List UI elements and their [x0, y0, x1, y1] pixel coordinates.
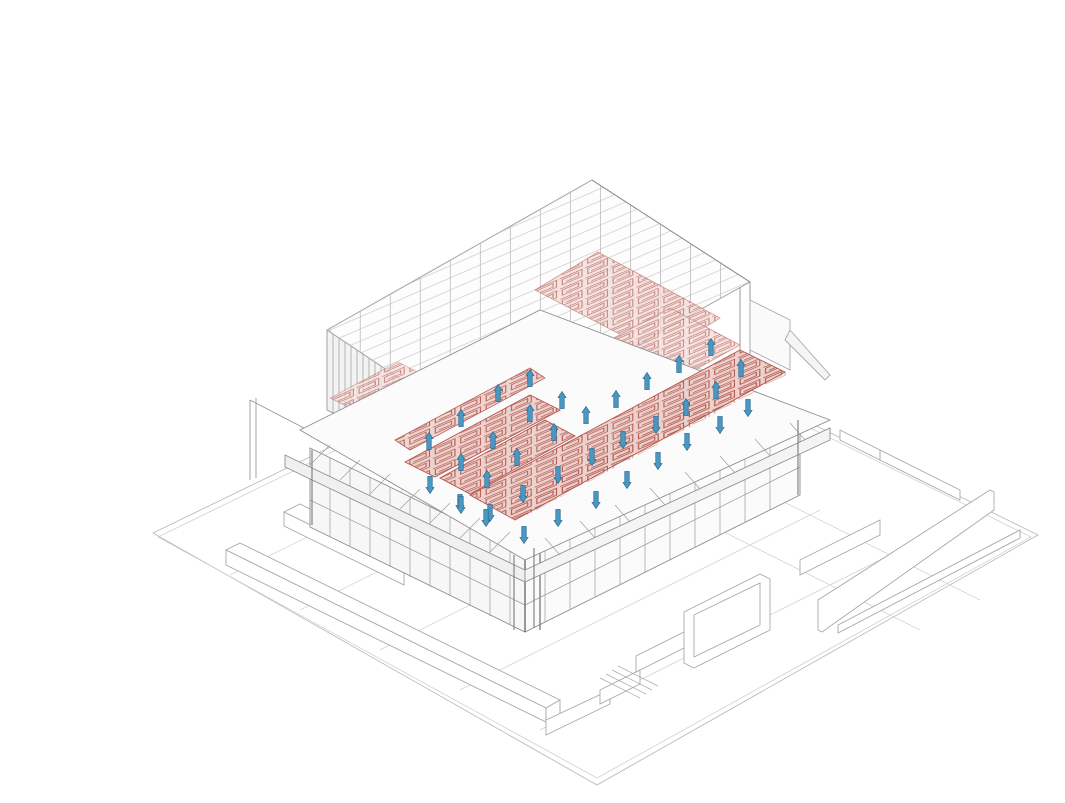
airflow-down-arrow-icon — [519, 526, 529, 545]
airflow-down-arrow-icon — [518, 485, 528, 504]
airflow-up-arrow-icon — [642, 371, 652, 390]
airflow-down-arrow-icon — [618, 431, 628, 450]
airflow-down-arrow-icon — [425, 476, 435, 495]
airflow-down-arrow-icon — [653, 452, 663, 471]
airflow-up-arrow-icon — [456, 408, 466, 427]
airflow-up-arrow-icon — [557, 390, 567, 409]
airflow-up-arrow-icon — [736, 358, 746, 377]
airflow-up-arrow-icon — [482, 469, 492, 488]
airflow-up-arrow-icon — [549, 422, 559, 441]
airflow-up-arrow-icon — [706, 337, 716, 356]
airflow-up-arrow-icon — [512, 447, 522, 466]
perimeter-walls — [224, 429, 1021, 736]
airflow-down-arrow-icon — [553, 466, 563, 485]
airflow-up-arrows — [424, 337, 746, 488]
airflow-up-arrow-icon — [525, 368, 535, 387]
airflow-up-arrow-icon — [424, 431, 434, 450]
entrance-steps — [599, 665, 659, 699]
structural-posts — [311, 420, 799, 630]
airflow-down-arrow-icon — [715, 416, 725, 435]
airflow-down-arrows — [425, 399, 753, 545]
airflow-up-arrow-icon — [581, 405, 591, 424]
veranda-roof-panels — [309, 422, 806, 556]
airflow-down-arrow-icon — [743, 399, 753, 418]
airflow-up-arrow-icon — [681, 397, 691, 416]
airflow-up-arrow-icon — [456, 452, 466, 471]
airflow-down-arrow-icon — [682, 433, 692, 452]
airflow-up-arrow-icon — [611, 389, 621, 408]
airflow-down-arrow-icon — [622, 471, 632, 490]
main-floor-heating-panels — [394, 349, 788, 521]
airflow-up-arrow-icon — [525, 403, 535, 422]
airflow-up-arrow-icon — [711, 380, 721, 399]
airflow-down-arrow-icon — [553, 509, 563, 528]
airflow-up-arrow-icon — [674, 354, 684, 373]
airflow-down-arrow-icon — [481, 509, 491, 528]
airflow-down-arrow-icon — [587, 448, 597, 467]
airflow-up-arrow-icon — [493, 383, 503, 402]
airflow-down-arrow-icon — [651, 416, 661, 435]
airflow-down-arrow-icon — [456, 496, 466, 515]
airflow-down-arrow-icon — [591, 491, 601, 510]
airflow-up-arrow-icon — [488, 430, 498, 449]
